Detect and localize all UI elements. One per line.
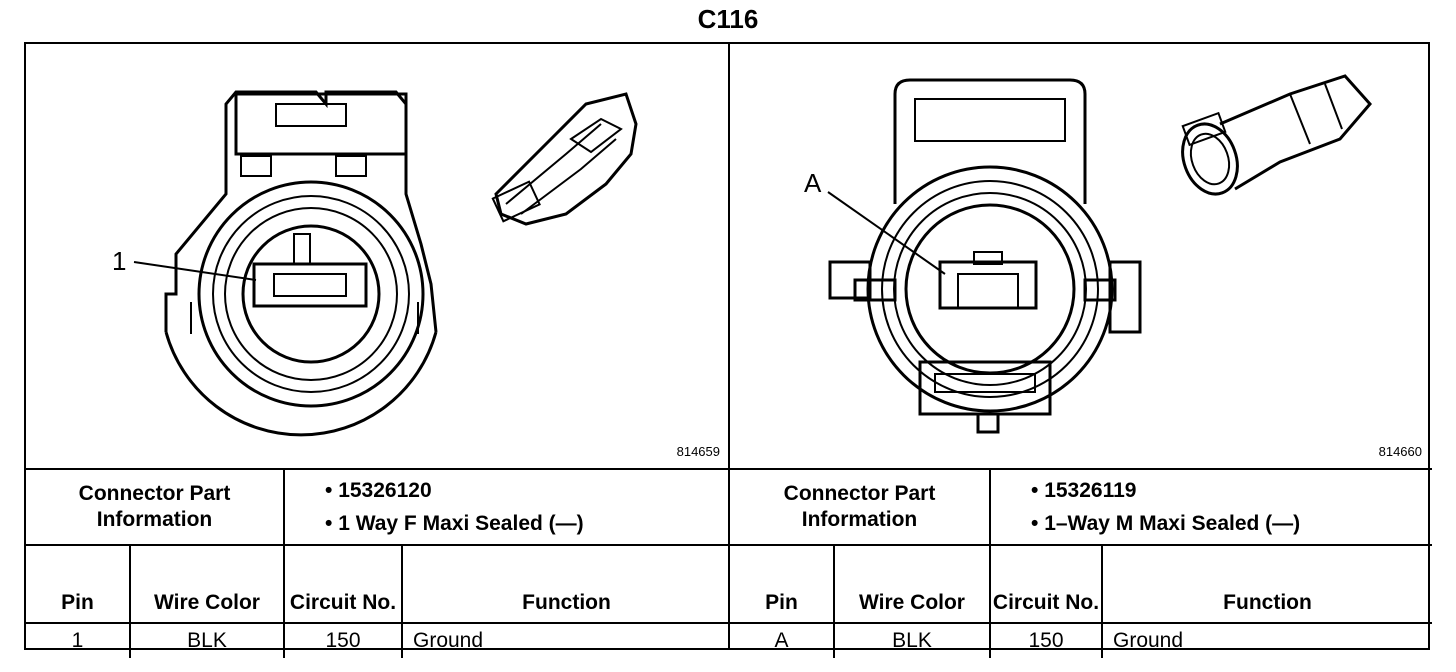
col-wire-color-header: Wire Color	[129, 544, 285, 624]
circuit-cell: 150	[283, 622, 403, 658]
col-circuit-header: Circuit No.	[989, 544, 1103, 624]
right-figure-number: 814660	[1378, 444, 1422, 459]
pin-a-callout: A	[804, 168, 822, 198]
col-wire-color-header: Wire Color	[833, 544, 991, 624]
male-connector-face-drawing: A	[804, 74, 1372, 434]
connector-part-info-label: Connector Part Information	[730, 468, 991, 546]
table-row: A BLK 150 Ground	[730, 622, 1432, 658]
wire-color-cell: BLK	[129, 622, 285, 658]
col-pin-header: Pin	[26, 544, 131, 624]
table-row: 1 BLK 150 Ground	[26, 622, 730, 658]
male-connector-3d-icon	[1181, 74, 1372, 196]
pin-1-callout: 1	[112, 246, 126, 276]
part-info-list: • 15326120 • 1 Way F Maxi Sealed (—)	[283, 468, 730, 546]
part-description: • 1 Way F Maxi Sealed (—)	[325, 512, 584, 535]
part-number: • 15326119	[1031, 479, 1137, 502]
pin-cell: 1	[26, 622, 131, 658]
right-connector-table: Connector Part Information • 15326119 • …	[730, 468, 1432, 658]
col-function-header: Function	[1101, 544, 1432, 624]
left-connector-panel: 1 814659 Connector Part Information • 15…	[26, 44, 730, 658]
col-pin-header: Pin	[730, 544, 835, 624]
connector-sheet: 1 814659 Connector Part Information • 15…	[24, 42, 1432, 658]
left-figure-number: 814659	[676, 444, 720, 459]
connector-title: C116	[697, 4, 759, 34]
part-info-list: • 15326119 • 1–Way M Maxi Sealed (—)	[989, 468, 1432, 546]
col-function-header: Function	[401, 544, 730, 624]
circuit-cell: 150	[989, 622, 1103, 658]
left-connector-table: Connector Part Information • 15326120 • …	[26, 468, 730, 658]
part-number: • 15326120	[325, 479, 432, 502]
pin-cell: A	[730, 622, 835, 658]
wire-color-cell: BLK	[833, 622, 991, 658]
female-connector-face-drawing: 1	[112, 90, 638, 437]
function-cell: Ground	[1101, 622, 1432, 658]
col-circuit-header: Circuit No.	[283, 544, 403, 624]
female-connector-3d-icon	[491, 92, 638, 226]
connector-part-info-label: Connector Part Information	[26, 468, 285, 546]
part-description: • 1–Way M Maxi Sealed (—)	[1031, 512, 1301, 535]
function-cell: Ground	[401, 622, 730, 658]
right-connector-panel: A 814660 Connector Part Information • 15…	[728, 44, 1432, 658]
